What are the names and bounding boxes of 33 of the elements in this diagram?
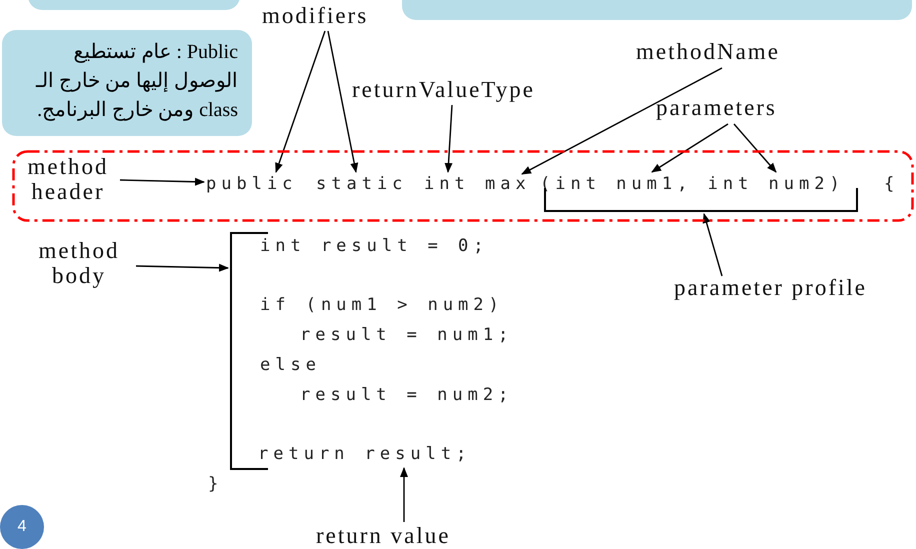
arrow — [120, 178, 205, 186]
code-token: public — [206, 174, 302, 196]
annotation-label: modifiers — [262, 4, 396, 30]
arrow — [327, 30, 358, 173]
code-token: { — [884, 174, 902, 196]
arrow — [275, 30, 326, 173]
arrow — [733, 124, 777, 173]
arrow — [400, 467, 408, 522]
code-line: result = num2; — [300, 385, 514, 405]
annotation-label: method body — [24, 238, 134, 290]
arrow — [136, 264, 229, 272]
code-line: if (num1 > num2) — [260, 295, 504, 315]
annotation-label: return value — [316, 524, 488, 549]
annotation-label: method header — [16, 154, 120, 206]
page-number: 4 — [0, 505, 44, 549]
code-line: int result = 0; — [260, 236, 489, 256]
code-line: else — [260, 355, 321, 375]
code-token: } — [208, 474, 224, 494]
arrow — [651, 123, 728, 173]
code-line: result = num1; — [300, 325, 514, 345]
arrow — [521, 67, 722, 175]
annotation-label: parameter profile — [674, 276, 916, 302]
arrow — [702, 213, 723, 276]
annotation-label: parameters — [656, 96, 816, 122]
code-token: int — [424, 174, 472, 196]
note-box: Public : عام تستطيع الوصول إليها من خارج الـ class ومن خارج البرنامج. — [2, 30, 252, 136]
code-token: max — [485, 174, 533, 196]
code-token: static — [316, 174, 412, 196]
annotation-label: returnValueType — [352, 78, 594, 104]
annotation-label: methodName — [636, 40, 826, 66]
arrow — [444, 104, 453, 173]
code-line: return result; — [258, 444, 470, 466]
dashed-outline — [12, 150, 914, 222]
